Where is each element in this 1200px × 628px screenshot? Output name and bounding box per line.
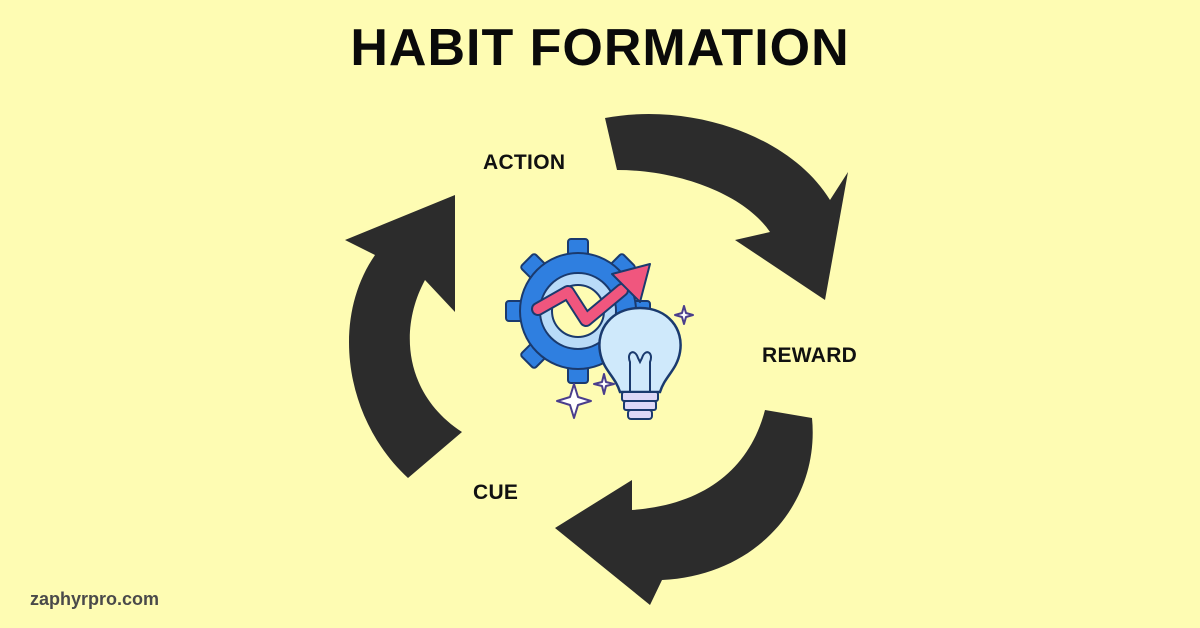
diagram-title: HABIT FORMATION [350, 19, 850, 77]
site-watermark: zaphyrpro.com [30, 589, 160, 609]
sparkle-icon [556, 383, 592, 419]
trend-arrow-icon [531, 263, 651, 327]
arrow-reward-to-cue [555, 410, 813, 605]
sparkle-icon [593, 373, 615, 395]
arrow-action-to-reward [605, 114, 848, 300]
step-label-action: ACTION [483, 151, 566, 174]
step-label-cue: CUE [473, 481, 519, 504]
step-label-reward: REWARD [762, 344, 858, 367]
lightbulb-icon [598, 306, 682, 420]
gear-lightbulb-growth-icon [505, 238, 694, 420]
arrow-cue-to-action [345, 195, 462, 478]
sparkle-icon [674, 305, 694, 325]
